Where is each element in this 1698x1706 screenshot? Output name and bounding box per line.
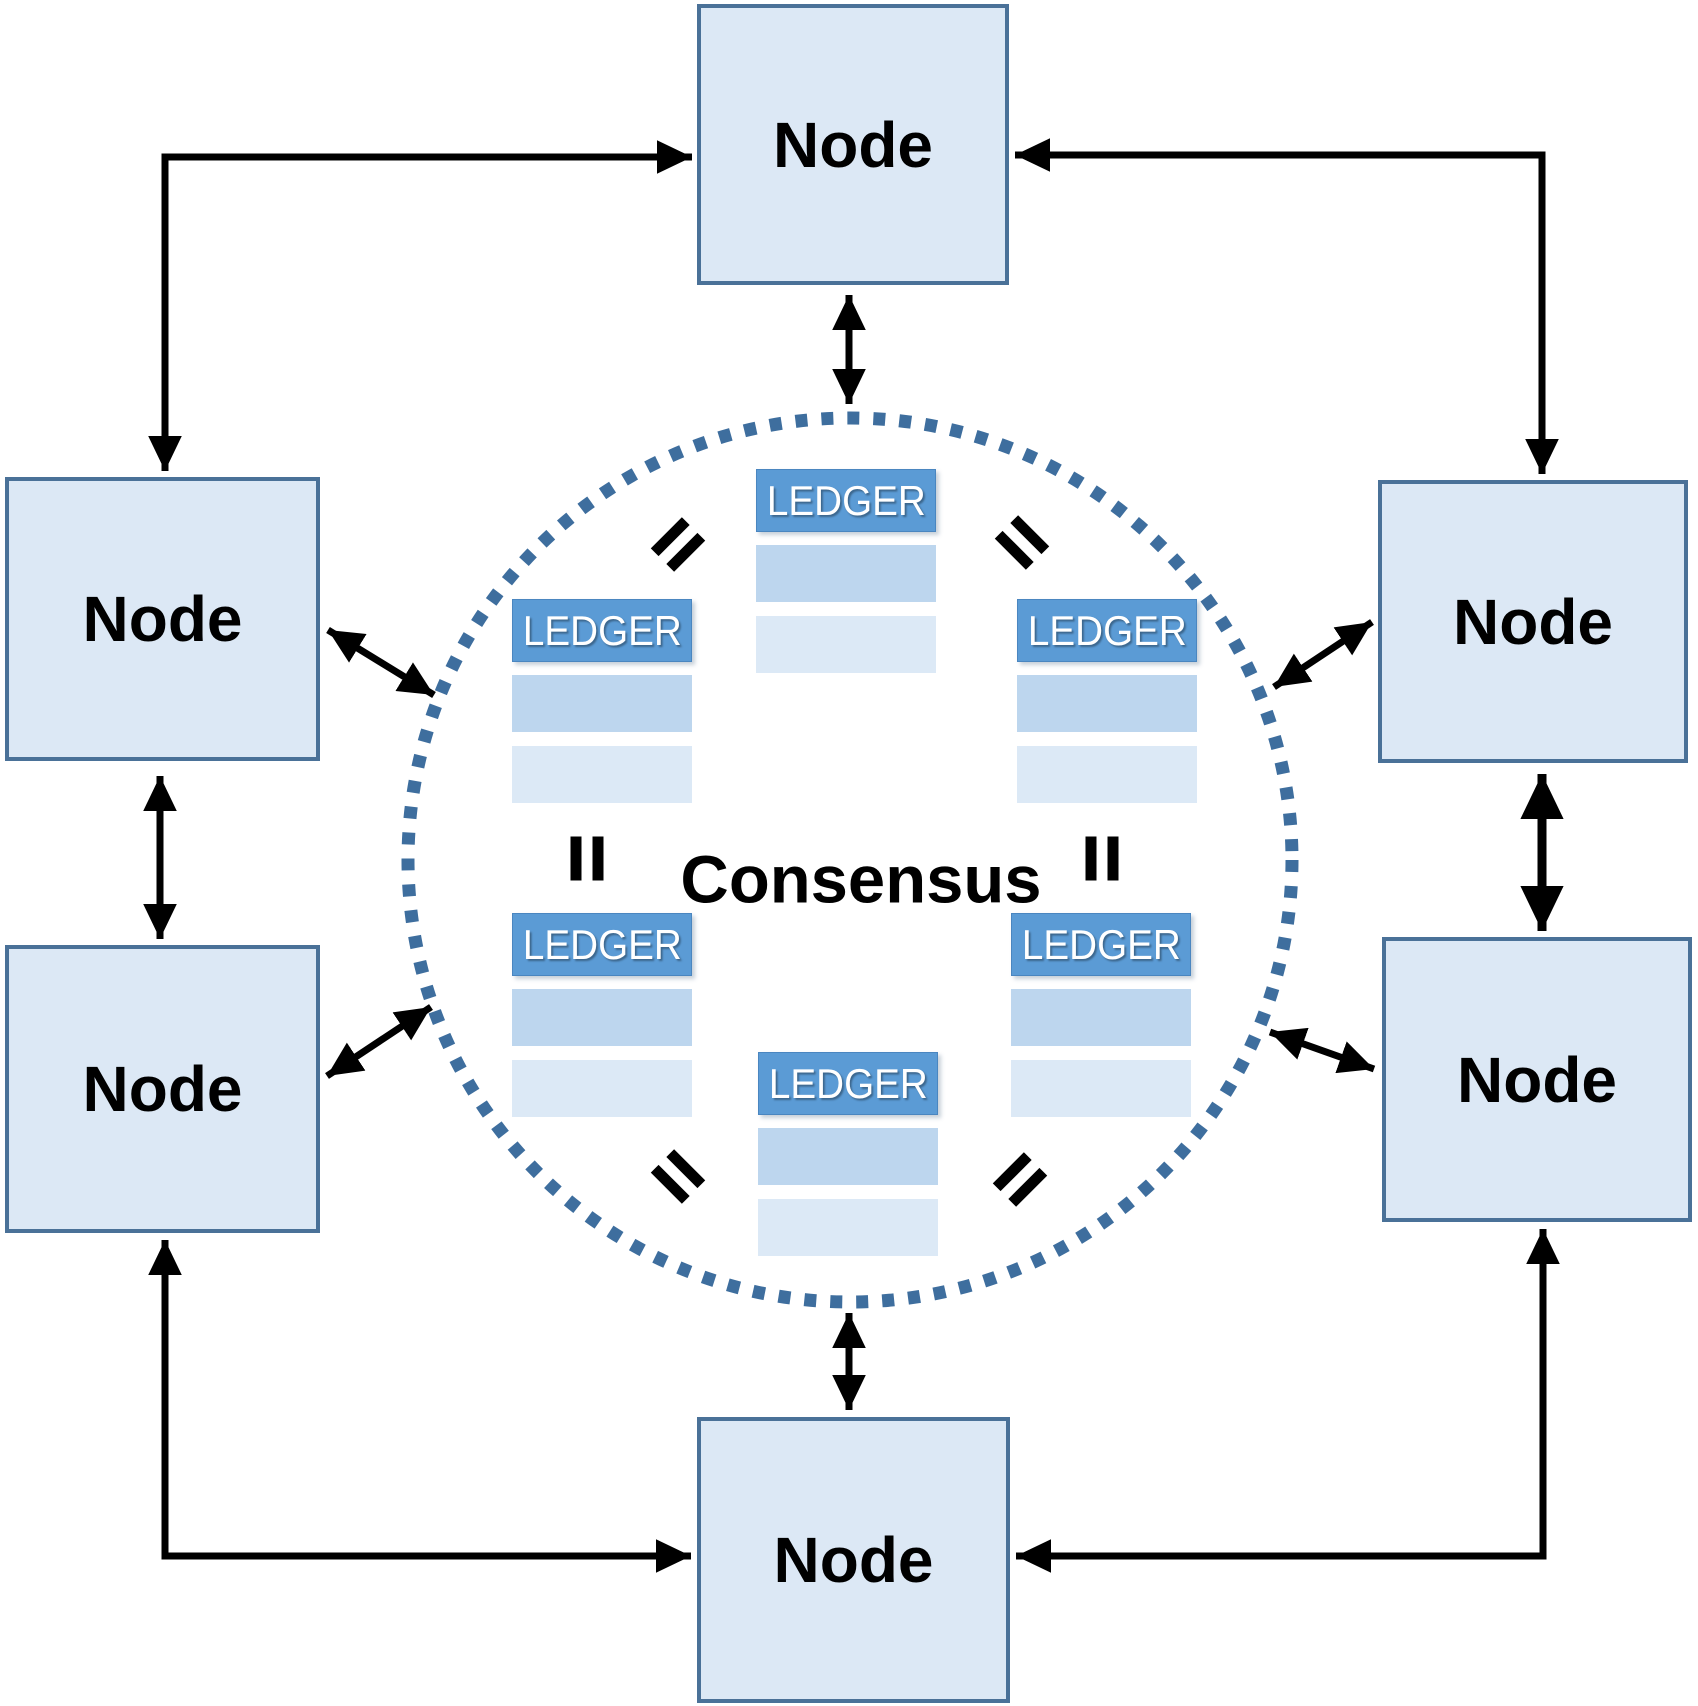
ledger-header: LEDGER (756, 469, 936, 532)
ledger-header: LEDGER (512, 913, 692, 976)
ledger-bottom-center: LEDGER (758, 1052, 938, 1256)
node-left-lower: Node (5, 945, 320, 1233)
node-right-upper: Node (1378, 480, 1688, 763)
ledger-row (1011, 1060, 1191, 1117)
ledger-header: LEDGER (1017, 599, 1197, 662)
ledger-row (758, 1199, 938, 1256)
ledger-lower-right: LEDGER (1011, 913, 1191, 1117)
ledger-lower-left: LEDGER (512, 913, 692, 1117)
node-right-lower: Node (1382, 937, 1692, 1222)
ledger-row (1011, 989, 1191, 1046)
ledger-row (1017, 746, 1197, 803)
ledger-row (512, 746, 692, 803)
ledger-row (756, 616, 936, 673)
ledger-upper-left: LEDGER (512, 599, 692, 803)
arrow-leftupper-circle (326, 627, 436, 698)
ledger-row (756, 545, 936, 602)
ledger-row (512, 1060, 692, 1117)
ledger-row (1017, 675, 1197, 732)
ledger-header: LEDGER (1011, 913, 1191, 976)
ledger-upper-right: LEDGER (1017, 599, 1197, 803)
equals-icon (1085, 836, 1119, 881)
arrow-rightlower-circle (1268, 1027, 1376, 1074)
ledger-top-center: LEDGER (756, 469, 936, 673)
consensus-label: Consensus (680, 842, 1042, 918)
arrow-leftlower-circle (325, 1004, 433, 1079)
equals-icon (570, 836, 604, 881)
ledger-header: LEDGER (758, 1052, 938, 1115)
ledger-row (758, 1128, 938, 1185)
node-bottom: Node (697, 1417, 1010, 1703)
ledger-header: LEDGER (512, 599, 692, 662)
ledger-row (512, 989, 692, 1046)
ledger-row (512, 675, 692, 732)
node-left-upper: Node (5, 477, 320, 761)
consensus-circle (401, 411, 1299, 1309)
node-top: Node (697, 4, 1009, 285)
arrow-rightupper-circle (1272, 619, 1374, 690)
